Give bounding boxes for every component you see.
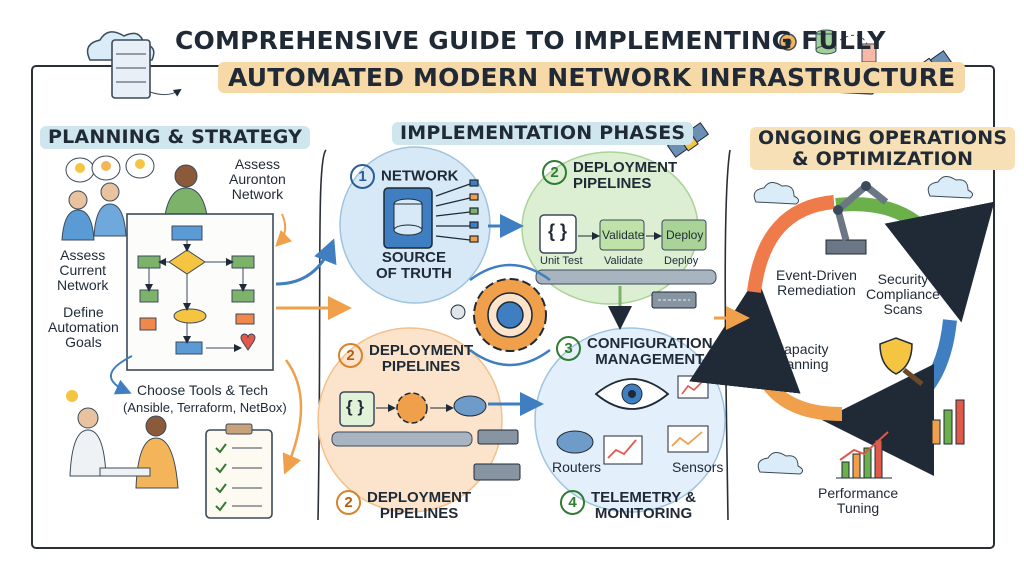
- define-goals-label: Define Automation Goals: [48, 304, 119, 351]
- gear-loop-arrows: [469, 263, 551, 367]
- database-icon-top: [815, 29, 837, 55]
- chart-icon-sensor: [667, 425, 709, 453]
- router-icon: [556, 430, 594, 454]
- deploy-box-label: Deploy: [666, 228, 704, 242]
- switch-icon-top: [651, 291, 697, 309]
- config-label: CONFIGURATION MANAGEMENT: [587, 335, 713, 369]
- performance-chart-icon: [836, 431, 892, 479]
- step-number-2-top: 2: [542, 160, 567, 185]
- operations-heading: ONGOING OPERATIONS & OPTIMIZATION: [750, 127, 1016, 171]
- code-braces-top: { }: [548, 221, 568, 241]
- database-icon: [383, 187, 433, 249]
- conveyor-mid: [331, 431, 473, 447]
- security-scans-label: Security Compliance Scans: [866, 271, 940, 318]
- source-of-truth-label: SOURCE OF TRUTH: [376, 249, 452, 283]
- divider-right: [724, 149, 731, 521]
- routers-label: Routers: [552, 459, 602, 475]
- cycle-arrow-blue: [822, 319, 957, 476]
- robot-arm-icon: [825, 181, 889, 255]
- cycle-arrow-green: [835, 197, 995, 323]
- capacity-planning-label: Capacity Planning: [774, 341, 829, 373]
- network-label: NETWORK: [381, 167, 459, 185]
- deploy-bottom-label: DEPLOYMENT PIPELINES: [367, 489, 472, 523]
- code-braces-mid: { }: [346, 397, 364, 416]
- title-line-2: AUTOMATED MODERN NETWORK INFRASTRUCTURE: [218, 62, 966, 93]
- step-number-4: 4: [560, 490, 585, 515]
- validate-step-label: Validate: [604, 255, 643, 267]
- thought-bubbles-icon: [65, 153, 155, 183]
- checklist-icon: [205, 423, 273, 519]
- eye-icon: [594, 378, 670, 410]
- cloud-icon-ops-right: [927, 176, 974, 199]
- divider-left: [317, 149, 327, 521]
- step-number-2-bottom: 2: [336, 490, 361, 515]
- sensors-label: Sensors: [672, 459, 724, 475]
- gear-icon-mid: [396, 392, 428, 424]
- cycle-arrow-orange: [689, 276, 843, 421]
- flowchart-paper: [126, 213, 274, 371]
- bar-chart-icon-ops: [931, 399, 965, 445]
- performance-tuning-label: Performance Tuning: [818, 485, 899, 517]
- network-title: 1 NETWORK: [350, 164, 459, 189]
- chart-icon-config: [603, 435, 643, 465]
- chart-icon-top-config: [677, 375, 709, 399]
- step-number-2-mid: 2: [338, 343, 363, 368]
- validate-box-top: [599, 219, 645, 251]
- deploy-box-top: [661, 219, 707, 251]
- top-dashed-link: [839, 34, 869, 47]
- deploy-top-label: DEPLOYMENT PIPELINES: [573, 159, 678, 193]
- planning-heading: PLANNING & STRATEGY: [40, 126, 311, 149]
- cloud-server-icon: [86, 31, 182, 99]
- assess-current-label: Assess Current Network: [57, 247, 109, 294]
- conveyor-top: [535, 269, 717, 285]
- deploy-step-label: Deploy: [664, 255, 699, 267]
- unit-test-label: Unit Test: [540, 255, 583, 267]
- code-box-top: [539, 214, 577, 254]
- step-number-3: 3: [556, 336, 581, 361]
- router-icon-mid: [453, 395, 487, 417]
- choose-tools-label: Choose Tools & Tech: [137, 382, 269, 398]
- title-line-1: COMPREHENSIVE GUIDE TO IMPLEMENTING FULL…: [175, 26, 886, 55]
- event-driven-label: Event-Driven Remediation: [776, 267, 857, 299]
- central-gear-icon: [450, 278, 547, 352]
- telemetry-label: TELEMETRY & MONITORING: [591, 489, 697, 523]
- assess-auronton-label: Assess Auronton Network: [229, 156, 286, 203]
- flow-arrow-choose-tools: [110, 355, 133, 395]
- data-lines-icon: [435, 179, 479, 243]
- validate-box-label: Validate: [602, 228, 645, 242]
- deploy-mid-label: DEPLOYMENT PIPELINES: [369, 342, 474, 376]
- step-number-1: 1: [350, 164, 375, 189]
- flow-arrow-checklist: [282, 359, 303, 475]
- gear-icon-top: [779, 33, 797, 51]
- cloud-icon-ops-left: [753, 182, 800, 205]
- switch-icons-mid: [473, 429, 521, 481]
- code-box-mid: [339, 391, 375, 427]
- implementation-heading: IMPLEMENTATION PHASES: [392, 122, 694, 145]
- tools-list-label: (Ansible, Terraform, NetBox): [123, 400, 287, 415]
- assess-arrow: [275, 213, 293, 247]
- flow-arrow-to-network: [275, 238, 337, 286]
- presenters-icon: [66, 390, 179, 489]
- cycle-arrow-red: [747, 195, 835, 293]
- cloud-icon-ops-bottom: [757, 452, 804, 475]
- shield-icon: [879, 337, 924, 386]
